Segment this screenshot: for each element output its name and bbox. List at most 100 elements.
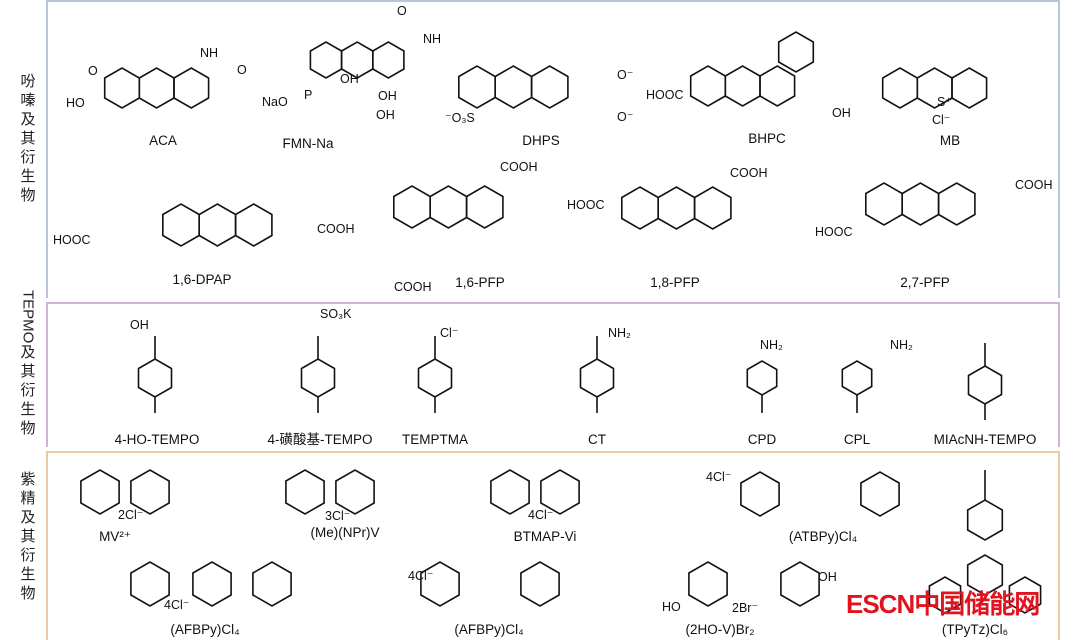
fused-ring [937,182,976,226]
atom-label: O [237,63,247,77]
atom-label: NH [423,32,442,46]
atom-label: NH₂ [608,326,631,340]
pyridinium-ring [780,561,820,607]
atom-label: Cl⁻ [932,113,951,127]
viologen-panel [46,451,1060,640]
atom-label: S⁺ [937,95,952,109]
compound-label: (ATBPy)Cl₄ [788,529,858,544]
pyridinium-ring [335,469,375,515]
piperidine-ring [579,358,615,398]
atom-label: OH [340,72,359,86]
fused-ring [457,65,497,109]
atom-label: Cl⁻ [440,326,459,340]
fused-ring [881,67,919,109]
aromatic-ring [192,561,232,607]
atom-label: 4Cl⁻ [528,508,554,522]
compound-label: (AFBPy)Cl₄ [454,622,524,637]
char: 及 [20,111,36,128]
compound-label: MIAcNH-TEMPO [933,432,1037,447]
atom-label: OH [832,106,851,120]
pyrroline-ring [841,360,873,396]
atom-label: O⁻ [617,68,634,82]
fused-ring [901,182,940,226]
triazine-ring [966,554,1004,596]
atom-label: HO [66,96,85,110]
atom-label: 4Cl⁻ [706,470,732,484]
atom-label: NH₂ [890,338,913,352]
atom-label: 3Cl⁻ [325,509,351,523]
char: 物 [20,420,36,438]
piperidine-ring [300,358,336,398]
atom-label: COOH [730,166,768,180]
pyrroline-ring [746,360,778,396]
pyridinium-ring [966,499,1004,541]
compound-label: BHPC [748,131,786,146]
compound-label: DHPS [522,133,560,148]
char: 生 [20,566,36,583]
char: 物 [20,187,36,204]
atom-label: HOOC [567,198,605,212]
fused-ring [173,67,210,109]
atom-label: COOH [317,222,355,236]
pyridinium-ring [740,471,780,517]
atom-label: 2Br⁻ [732,601,759,615]
fused-ring [759,65,796,107]
pyridinium-ring [860,471,900,517]
compound-label: FMN-Na [282,136,334,151]
char: 生 [20,168,36,185]
compound-label: 1,6-PFP [455,275,505,290]
atom-label: OH [130,318,149,332]
atom-label: O⁻ [617,110,634,124]
char: 衍 [20,149,36,166]
piperidine-ring [417,358,453,398]
char: 及 [20,509,36,526]
fused-ring [465,185,504,229]
atom-label: OH [376,108,395,122]
char: 衍 [20,547,36,564]
tempo-panel [46,302,1060,447]
fused-ring [689,65,727,107]
compound-label: (Me)(NPr)V [310,525,380,540]
compound-label: MV²⁺ [99,529,131,544]
atom-label: COOH [500,160,538,174]
compound-label: CPD [747,432,777,447]
compound-label: 4-HO-TEMPO [114,432,200,447]
compound-label: (AFBPy)Cl₄ [170,622,240,637]
fused-ring [494,65,533,109]
compound-label: CPL [843,432,871,447]
char: 精 [20,490,36,507]
char: 生 [20,401,36,419]
atom-label: COOH [1015,178,1053,192]
atom-label: COOH [394,280,432,294]
fused-ring [309,41,343,79]
char: 紫 [20,471,36,488]
aromatic-ring [252,561,292,607]
compound-label: CT [588,432,606,447]
char: 其 [20,528,36,545]
fused-ring [138,67,175,109]
atom-label: ⁻O₃S [445,111,475,125]
compound-label: 2,7-PFP [900,275,950,290]
pyridinium-ring [540,469,580,515]
pyridinium-ring [1008,576,1042,614]
ring [777,31,815,73]
char: 吩 [20,73,36,90]
pyridinium-ring [490,469,530,515]
pyridinium-ring [285,469,325,515]
char: 其 [20,130,36,147]
char: 其 [20,363,36,381]
atom-label: 4Cl⁻ [164,598,190,612]
fused-ring [371,41,405,79]
fused-ring [392,185,432,229]
atom-label: 4Cl⁻ [408,569,434,583]
fused-ring [693,186,732,230]
atom-label: 2Cl⁻ [118,508,144,522]
fused-ring [724,65,761,107]
viologen-category-label: 紫 精 及 其 衍 生 物 [18,470,38,603]
atom-label: SO₃K [320,307,352,321]
fused-ring [103,67,141,109]
atom-label: OH [378,89,397,103]
pyridinium-ring [928,576,962,614]
aromatic-ring [130,561,170,607]
